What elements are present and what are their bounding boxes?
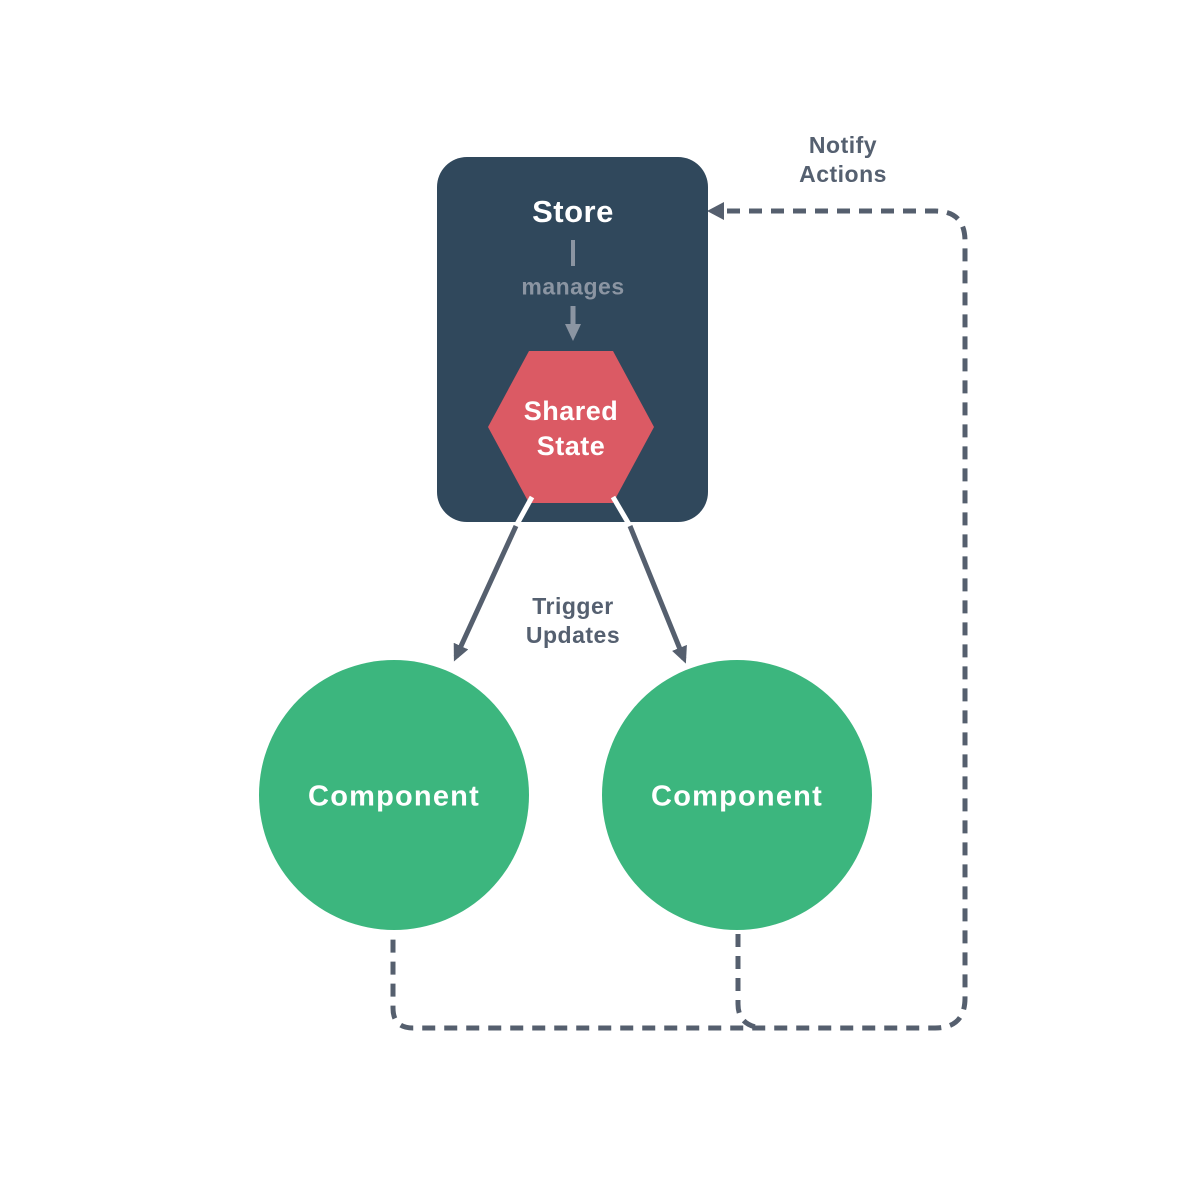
notify-arrowhead-into-store [707,202,724,220]
trigger-arrow-left-inner [513,495,535,528]
shared-state-line2: State [536,431,606,461]
trigger-arrow-left [453,524,519,662]
component-circle-right [602,660,872,930]
trigger-arrow-right-inner [610,495,633,528]
shared-state-label: Shared State [524,394,619,464]
notify-actions-line1: Notify [808,132,878,158]
store-title: Store [532,194,614,229]
notify-right-component-connector [735,934,763,1031]
component-circle-left [259,660,529,930]
trigger-arrow-right [627,525,687,664]
component-right-label: Component [651,780,823,813]
notify-actions-line2: Actions [799,161,887,187]
shared-state-line1: Shared [523,396,619,426]
notify-loop-path [390,208,968,1031]
manages-label: manages [521,273,625,300]
trigger-updates-line1: Trigger [532,593,614,619]
trigger-updates-label: Trigger Updates [526,592,620,650]
notify-actions-label: Notify Actions [799,131,887,189]
shared-state-hexagon [488,351,654,503]
trigger-updates-line2: Updates [525,622,621,648]
component-left-label: Component [308,780,480,813]
